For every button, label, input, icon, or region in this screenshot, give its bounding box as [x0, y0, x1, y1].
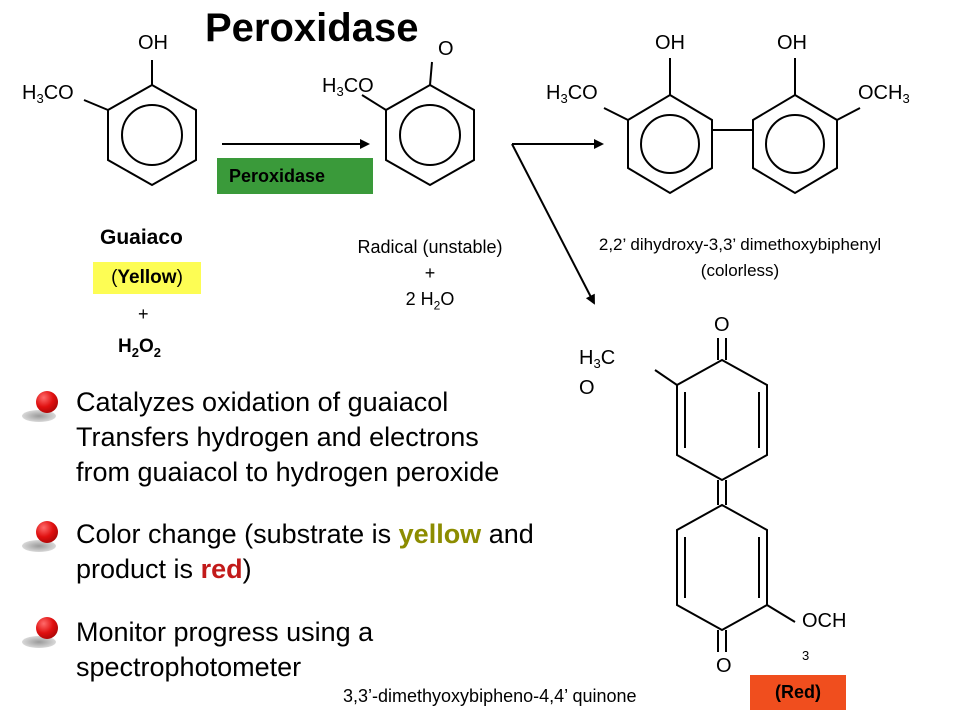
- quinone-o-top: O: [714, 314, 730, 336]
- bullet-item-3: Monitor progress using a spectrophotomet…: [76, 617, 374, 682]
- bullet-icon: [36, 391, 58, 413]
- hydrogen-peroxide-label: H2O2: [118, 336, 161, 360]
- bullet-icon: [36, 617, 58, 639]
- biphenyl-oh-right: OH: [777, 32, 807, 54]
- quinone-o-bottom: O: [716, 655, 732, 677]
- guaiacol-ring: [83, 60, 197, 187]
- reaction-arrow-3: [511, 143, 595, 305]
- red-word: red: [200, 554, 243, 584]
- bullet-shadow: [22, 540, 56, 552]
- biphenyl-methoxy-left: H3CO: [546, 82, 598, 106]
- quinone-methoxy-bottom-sub: 3: [802, 648, 810, 663]
- yellow-color-badge: (Yellow): [93, 262, 201, 294]
- quinone-methoxy-bottom: OCH: [802, 610, 847, 632]
- bullet-shadow: [22, 636, 56, 648]
- radical-name: Radical (unstable) + 2 H2O: [357, 237, 503, 313]
- enzyme-label-box: Peroxidase: [217, 158, 373, 194]
- quinone-name: 3,3’-dimethyoxybipheno-4,4’ quinone: [343, 686, 637, 706]
- guaiacol-methoxy-label: H3CO: [22, 82, 74, 106]
- radical-o-label: O: [438, 38, 454, 60]
- red-color-badge: (Red): [750, 675, 846, 710]
- yellow-word: yellow: [398, 519, 482, 549]
- radical-methoxy-label: H3CO: [322, 75, 374, 99]
- quinone-methoxy-top: H3C O: [579, 347, 616, 399]
- bullet-icon: [36, 521, 58, 543]
- guaiacol-oh-label: OH: [138, 32, 168, 54]
- biphenyl-rings: [603, 58, 861, 195]
- bullet-shadow: [22, 410, 56, 422]
- biphenyl-name: 2,2’ dihydroxy-3,3’ dimethoxybiphenyl (c…: [598, 235, 882, 280]
- bullet-item-2: Color change (substrate is yellow and pr…: [76, 519, 534, 584]
- guaiacol-plus: +: [138, 304, 149, 324]
- biphenyl-methoxy-right: OCH3: [858, 82, 910, 106]
- page-title: Peroxidase: [205, 6, 419, 50]
- biphenyl-oh-left: OH: [655, 32, 685, 54]
- bullet-item-1: Catalyzes oxidation of guaiacol Transfer…: [76, 387, 500, 487]
- guaiacol-name: Guaiaco: [100, 226, 183, 249]
- quinone-structure: [654, 338, 796, 652]
- radical-ring: [361, 61, 475, 187]
